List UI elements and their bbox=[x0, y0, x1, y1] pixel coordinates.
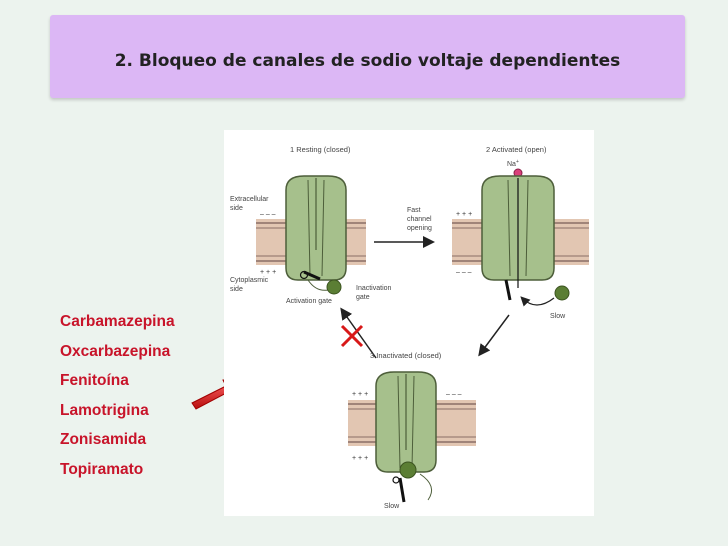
channel-1 bbox=[285, 175, 347, 281]
inactivation-ball-2 bbox=[554, 285, 570, 301]
minus-charges-1: – – – bbox=[260, 211, 276, 218]
cytoplasmic-line1: Cytoplasmic bbox=[230, 277, 269, 284]
extracellular-line1: Extracellular bbox=[230, 196, 269, 203]
drug-item: Oxcarbazepina bbox=[60, 342, 171, 360]
extracellular-line2: side bbox=[230, 205, 243, 212]
activation-gate-3 bbox=[398, 477, 406, 503]
plus-charges-3b: + + + bbox=[352, 455, 368, 462]
inactivation-gate-label: Inactivation gate bbox=[356, 285, 393, 301]
inactivation-ball-3 bbox=[399, 461, 417, 479]
recovery-arrow bbox=[340, 307, 377, 359]
block-x-mark bbox=[340, 324, 364, 348]
slow-label-b: Slow bbox=[384, 503, 400, 510]
state3-label: 3 Inactivated (closed) bbox=[370, 351, 442, 360]
fast-line3: opening bbox=[407, 225, 432, 232]
state1-label: 1 Resting (closed) bbox=[290, 145, 351, 154]
cytoplasmic-label: Cytoplasmic side bbox=[230, 277, 270, 293]
inactivation-ball-1 bbox=[326, 279, 342, 295]
slow-label-a: Slow bbox=[550, 313, 566, 320]
fast-line1: Fast bbox=[407, 207, 421, 214]
drug-item: Fenitoína bbox=[60, 372, 129, 389]
drug-item: Carbamazepina bbox=[60, 313, 175, 330]
inactivation-line1: Inactivation bbox=[356, 285, 392, 292]
inactivation-arrow bbox=[478, 314, 510, 357]
drug-item: Lamotrigina bbox=[60, 401, 149, 419]
cytoplasmic-line2: side bbox=[230, 286, 243, 293]
slow-arrow-2 bbox=[520, 296, 555, 307]
inactivation-line2: gate bbox=[356, 294, 370, 301]
channel-2 bbox=[481, 175, 555, 288]
minus-charges-2: – – – bbox=[456, 269, 472, 276]
fast-opening-label: Fast channel opening bbox=[407, 207, 433, 232]
fast-line2: channel bbox=[407, 216, 432, 223]
plus-charges-2: + + + bbox=[456, 211, 472, 218]
sodium-channel-figure: 1 Resting (closed) Extracellular side – … bbox=[224, 130, 594, 516]
drug-item: Zonisamida bbox=[60, 431, 147, 448]
activation-gate-2 bbox=[504, 279, 512, 301]
drug-list: Carbamazepina Oxcarbazepina Fenitoína La… bbox=[60, 312, 175, 489]
plus-charges-3: + + + bbox=[352, 391, 368, 398]
state2-label: 2 Activated (open) bbox=[486, 145, 547, 154]
slide-title: 2. Bloqueo de canales de sodio voltaje d… bbox=[114, 51, 621, 71]
minus-charges-3: – – – bbox=[446, 391, 462, 398]
sodium-ion-label: Na+ bbox=[507, 159, 519, 168]
extracellular-label: Extracellular side bbox=[230, 196, 270, 212]
plus-charges-1: + + + bbox=[260, 269, 276, 276]
activation-gate-label: Activation gate bbox=[286, 298, 332, 305]
channel-3 bbox=[375, 371, 437, 473]
title-banner: 2. Bloqueo de canales de sodio voltaje d… bbox=[50, 15, 685, 98]
drug-item: Topiramato bbox=[60, 460, 144, 478]
